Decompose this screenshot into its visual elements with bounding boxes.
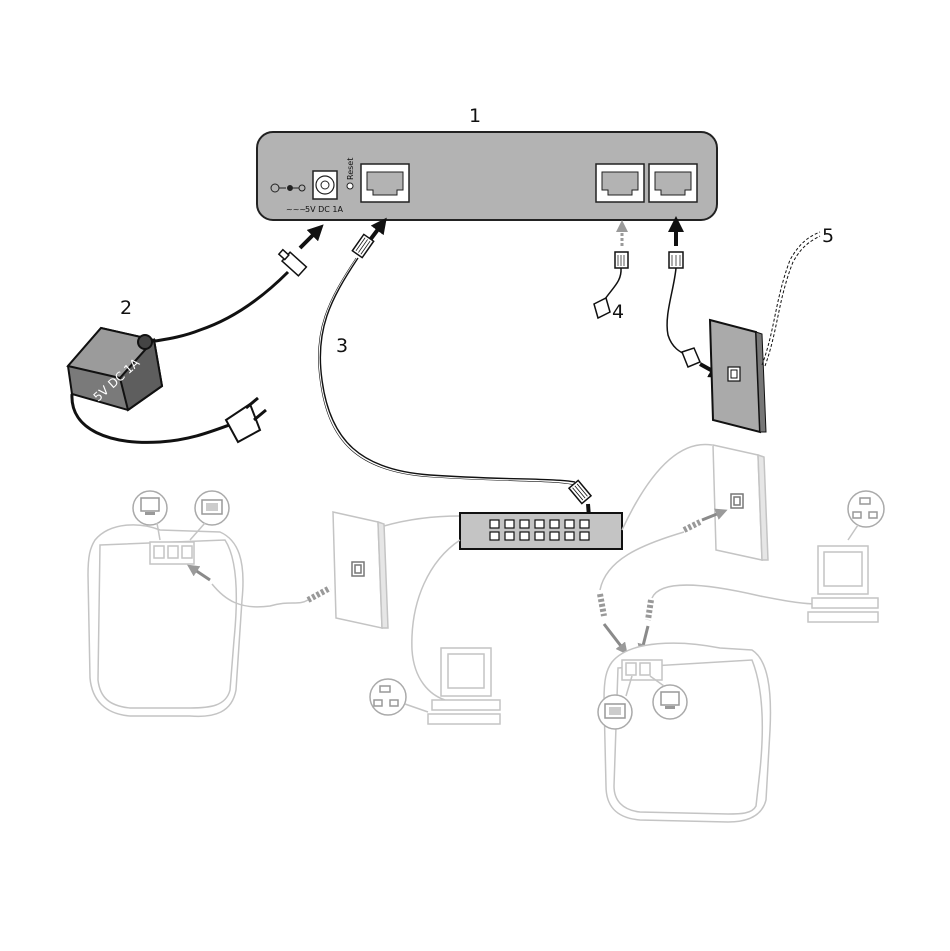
ip-phone-left [88,491,243,716]
lan-arrow [370,224,382,240]
barrel-plug [277,248,307,276]
phone-port[interactable] [596,164,644,202]
wall-plate-right [713,445,768,560]
wall-plate-left [333,512,388,628]
network-switch [460,513,622,549]
network-scene [88,444,884,822]
adapter-brick: 5V DC 1A [68,328,162,410]
callout-1: 1 [469,105,481,127]
dc-rating-mark: ~~~ [286,205,306,214]
dc-power-jack[interactable] [313,171,337,199]
rj45-plug-switch [569,480,591,503]
callout-3: 3 [336,335,348,357]
power-arrow [300,230,318,248]
line-port[interactable] [649,164,697,202]
phone-line [667,224,820,432]
reset-button[interactable] [347,183,353,189]
callout-5: 5 [822,225,834,247]
power-label: 5V DC 1A [305,205,343,214]
callout-4: 4 [612,301,624,323]
phone-wall-plate [710,320,766,432]
wall-plug [226,398,266,442]
main-device: ~~~ 5V DC 1A Reset [257,132,717,220]
ethernet-cable [318,224,591,530]
callout-2: 2 [120,297,132,319]
reset-label: Reset [346,158,355,180]
ip-phone-right [598,643,770,822]
computer-right [808,491,884,622]
computer-left [370,648,500,724]
lan-port[interactable] [361,164,409,202]
power-adapter: 5V DC 1A [68,230,318,442]
